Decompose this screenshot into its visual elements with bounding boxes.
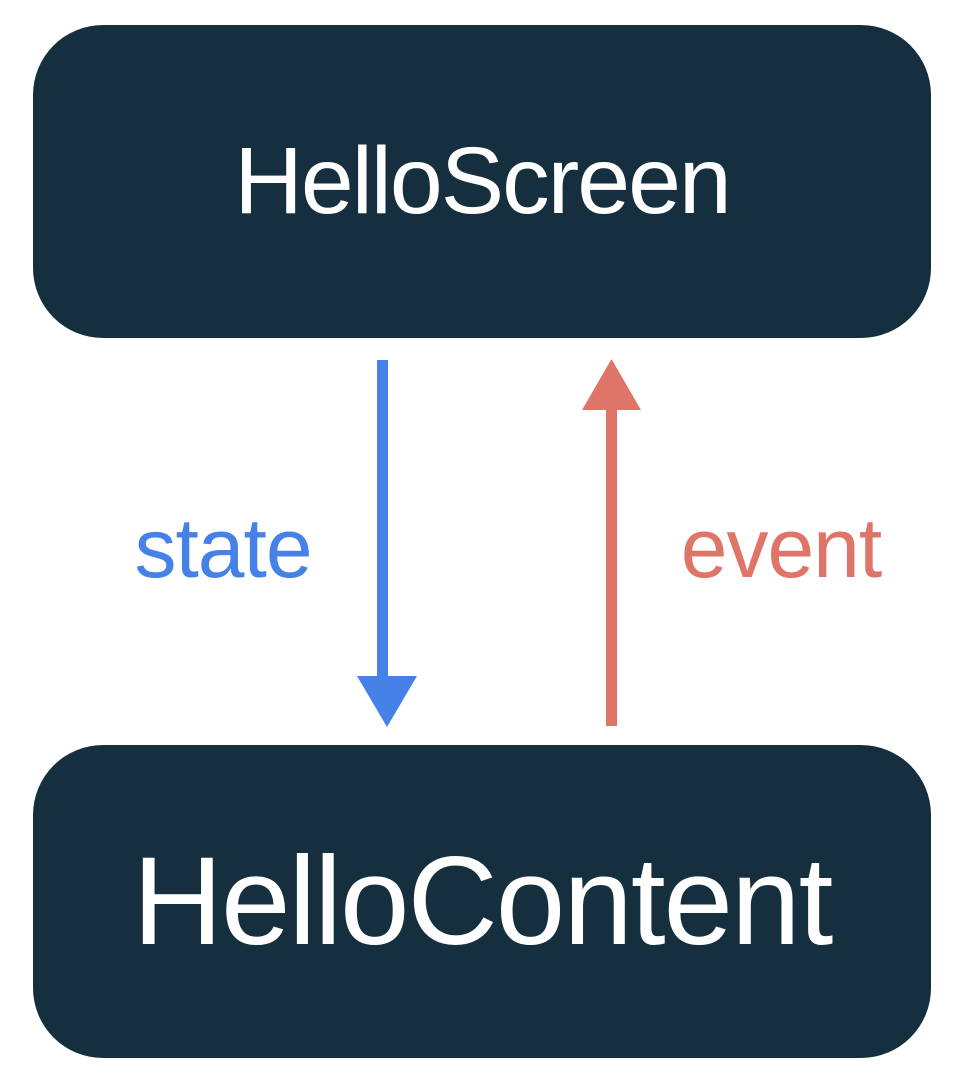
node-hello-content: HelloContent [33, 745, 931, 1058]
event-arrow-up-icon [582, 359, 641, 726]
event-edge-label: event [680, 501, 882, 595]
state-arrow-down-icon [357, 360, 417, 727]
node-hello-screen-label: HelloScreen [234, 128, 731, 234]
node-hello-content-label: HelloContent [132, 832, 834, 971]
state-edge-label: state [134, 501, 312, 595]
node-hello-screen: HelloScreen [33, 25, 931, 338]
